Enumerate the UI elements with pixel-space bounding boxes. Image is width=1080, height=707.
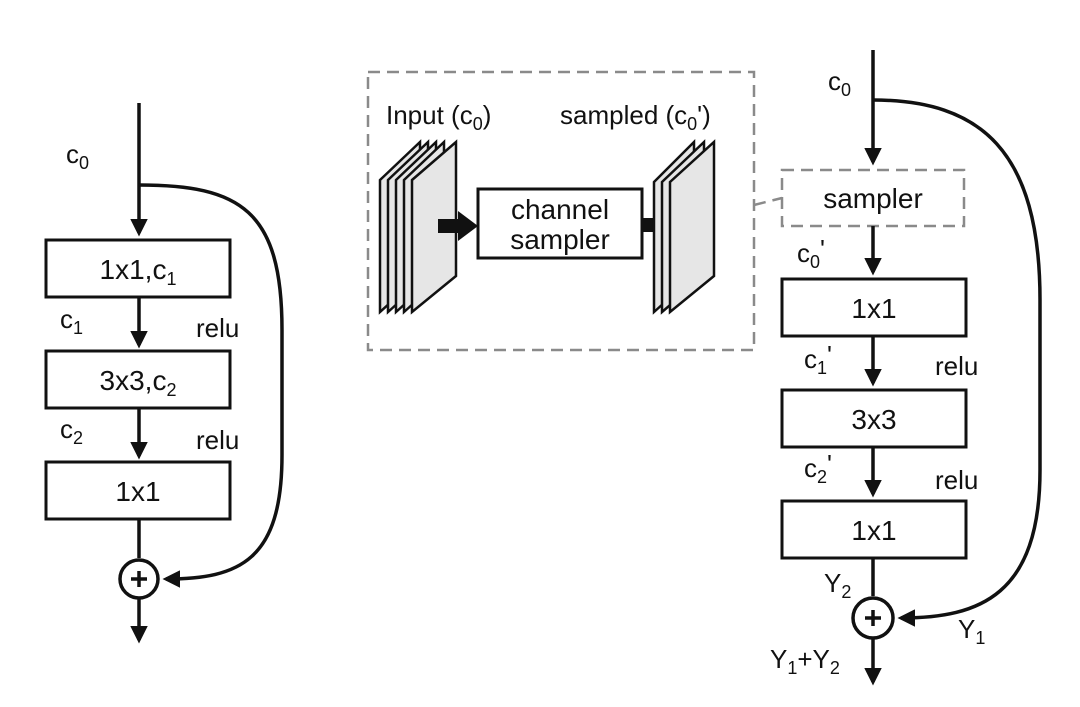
inset-dashed-border — [366, 70, 756, 352]
channel-sampler-line1: channel — [511, 194, 609, 225]
right-c0p-label: c0' — [797, 234, 825, 272]
right-box-3x3 — [780, 388, 968, 449]
sampled-feature-stack — [652, 138, 716, 315]
channel-sampler-line2: sampler — [510, 224, 610, 255]
left-c2-label: c2 — [60, 414, 83, 448]
left-box-3x3-label: 3x3,c2 — [100, 365, 177, 400]
right-relu-1: relu — [935, 351, 978, 381]
left-relu-2: relu — [196, 425, 239, 455]
right-skip-connection — [872, 98, 1042, 627]
right-c0-label: c0 — [828, 66, 851, 100]
inset-connector — [642, 218, 654, 232]
input-feature-stack — [378, 139, 458, 315]
left-box-1x1-label: 1x1,c1 — [100, 254, 177, 289]
left-box-1x1-b — [44, 460, 232, 521]
left-sum-node — [118, 558, 160, 600]
right-relu-2: relu — [935, 465, 978, 495]
sampler-inset: Input (c0) sampled (c0') channel sampler — [366, 70, 783, 352]
inset-sampled-label: sampled (c0') — [560, 100, 711, 134]
right-sum-node — [851, 596, 895, 640]
right-box-1x1-b-label: 1x1 — [851, 515, 896, 546]
right-c2p-label: c2' — [804, 449, 832, 487]
inset-arrow-shaft — [438, 219, 460, 233]
right-sampler-box — [780, 168, 966, 228]
right-box-1x1-label: 1x1 — [851, 293, 896, 324]
right-output-label: Y1+Y2 — [770, 644, 840, 678]
right-y2-label: Y2 — [824, 568, 851, 602]
left-c0-label: c0 — [66, 139, 89, 173]
left-box-1x1-b-label: 1x1 — [115, 476, 160, 507]
right-y1-label: Y1 — [958, 614, 985, 648]
right-sampler-label: sampler — [823, 183, 923, 214]
left-skip-connection — [138, 183, 284, 588]
right-sampled-block: c0 sampler c0' 1x1 c1' relu 3x3 c2' relu… — [770, 50, 1042, 686]
left-box-3x3 — [44, 349, 232, 410]
right-box-1x1 — [780, 277, 968, 338]
right-box-3x3-label: 3x3 — [851, 404, 896, 435]
left-relu-1: relu — [196, 313, 239, 343]
left-c1-label: c1 — [60, 304, 83, 338]
inset-input-label: Input (c0) — [386, 100, 491, 134]
inset-arrow-head — [458, 211, 478, 241]
right-box-1x1-b — [780, 499, 968, 560]
right-c1p-label: c1' — [804, 340, 832, 378]
inset-connector-line — [753, 196, 783, 207]
left-bottleneck-block: c0 1x1,c1 c1 relu 3x3,c2 c2 relu 1x1 — [44, 103, 284, 644]
